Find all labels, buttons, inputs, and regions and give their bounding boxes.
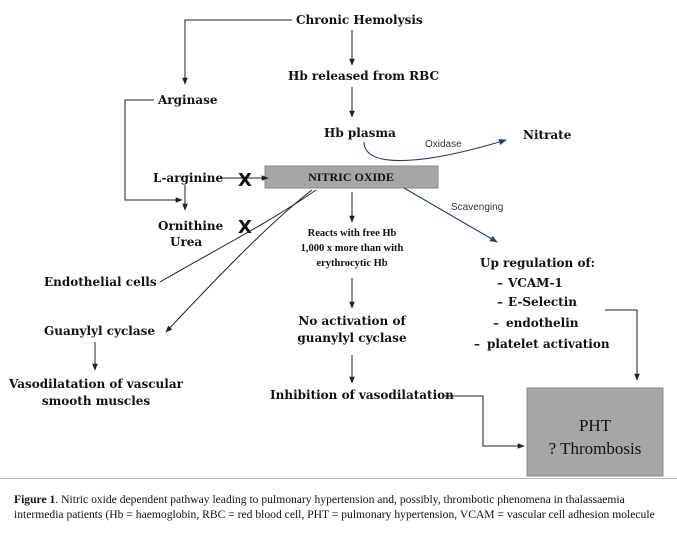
edge-endothelial-to-no: [159, 189, 317, 283]
node-endothelial-cells: Endothelial cells: [44, 275, 157, 289]
inhibit-mark-l-arginine: X: [238, 170, 252, 191]
node-vasodilatation-line1: Vasodilatation of vascular: [8, 377, 184, 391]
bullet-vcam: –: [497, 276, 503, 290]
node-guanylyl-cyclase: Guanylyl cyclase: [44, 324, 155, 338]
node-urea: Urea: [170, 235, 202, 249]
node-nitrate: Nitrate: [523, 128, 572, 142]
node-eselectin: E-Selectin: [508, 295, 577, 309]
node-pht: PHT: [579, 416, 612, 435]
inhibit-mark-ornithine: X: [238, 217, 252, 238]
node-thrombosis: ? Thrombosis: [549, 439, 642, 458]
node-reacts-line1: Reacts with free Hb: [308, 228, 397, 239]
node-vcam: VCAM-1: [507, 276, 563, 290]
node-inhibition: Inhibition of vasodilatation: [270, 388, 454, 402]
pht-box: [526, 387, 664, 477]
edge-label-oxidase: Oxidase: [425, 139, 462, 150]
edge-hemolysis-to-arginase: [182, 19, 292, 85]
node-l-arginine: L-arginine: [153, 171, 223, 185]
node-no-activation-line2: guanylyl cyclase: [297, 331, 407, 345]
bullet-platelet: –: [474, 337, 480, 351]
node-no-activation-line1: No activation of: [298, 314, 406, 328]
edge-arginase-to-ornithine: [124, 99, 183, 203]
bullet-endothelin: –: [493, 316, 499, 330]
node-nitric-oxide: NITRIC OXIDE: [308, 170, 394, 184]
edge-label-scavenging: Scavenging: [451, 202, 503, 213]
edge-scavenging: [403, 187, 498, 243]
bullet-eselectin: –: [497, 295, 503, 309]
edge-no-to-guanylyl: [165, 189, 313, 333]
node-arginase: Arginase: [157, 93, 218, 107]
caption-text: . Nitric oxide dependent pathway leading…: [14, 493, 655, 521]
node-endothelin: endothelin: [506, 316, 579, 330]
node-hb-plasma: Hb plasma: [324, 126, 396, 140]
node-platelet: platelet activation: [487, 337, 610, 351]
node-chronic-hemolysis: Chronic Hemolysis: [296, 13, 423, 27]
edge-inhibition-to-pht: [445, 395, 525, 449]
caption-divider: [0, 478, 677, 479]
node-reacts-line3: erythrocytic Hb: [316, 258, 387, 269]
node-reacts-line2: 1,000 x more than with: [301, 243, 404, 254]
edge-upregulation-to-pht: [605, 309, 640, 381]
edge-oxidase: [363, 139, 507, 162]
node-hb-released: Hb released from RBC: [288, 69, 439, 83]
caption-lead: Figure 1: [14, 493, 56, 506]
node-vasodilatation-line2: smooth muscles: [42, 394, 151, 408]
edges: [92, 19, 640, 449]
node-ornithine: Ornithine: [158, 219, 224, 233]
figure-caption: Figure 1. Nitric oxide dependent pathway…: [14, 492, 669, 522]
node-up-regulation: Up regulation of:: [480, 256, 595, 270]
